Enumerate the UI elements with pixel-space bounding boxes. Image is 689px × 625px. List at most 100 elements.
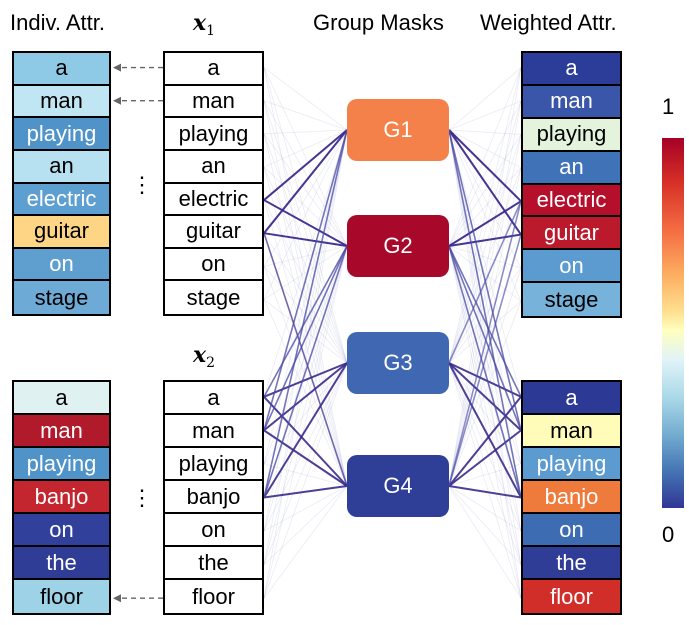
faint-link [263, 129, 348, 135]
dashed-arrow-3-head [113, 594, 121, 603]
weighted-attr-1-cell: playing [523, 118, 620, 152]
weighted-attr-1-cell: man [523, 85, 620, 119]
strong-link [448, 396, 522, 487]
strong-link [263, 362, 348, 398]
faint-link [263, 485, 348, 599]
faint-link [448, 245, 522, 269]
faint-link [448, 267, 522, 487]
indiv-attr-1-cell: electric [14, 183, 109, 217]
token-2-cell: banjo [165, 481, 262, 514]
weighted-attr-1-cell: electric [523, 184, 620, 218]
group-mask-g2: G2 [347, 215, 449, 277]
indiv-attr-2-cell: a [14, 382, 109, 415]
x1-label: x1 [193, 10, 215, 39]
faint-link [448, 134, 522, 364]
strong-link [263, 129, 348, 234]
token-2-cell: the [165, 547, 262, 580]
colorbar-min-label: 0 [662, 522, 675, 547]
strong-link [263, 485, 348, 499]
cross-link [448, 129, 522, 498]
token-1-cell: playing [165, 118, 262, 151]
token-2-cell: a [165, 382, 262, 415]
cross-link [448, 234, 522, 487]
indiv-attr-2-cell: on [14, 514, 109, 547]
indiv-attr-2-cell: banjo [14, 481, 109, 514]
token-2-cell: floor [165, 580, 262, 613]
indiv-attr-2-cell: the [14, 547, 109, 580]
cross-link [448, 200, 522, 487]
faint-link [448, 245, 522, 565]
token-1-cell: electric [165, 183, 262, 217]
faint-link [263, 362, 348, 532]
faint-link [448, 67, 522, 131]
colorbar [662, 138, 684, 508]
faint-link [448, 134, 522, 247]
faint-link [263, 362, 348, 565]
faint-link [263, 299, 348, 364]
strong-link [448, 200, 522, 247]
faint-link [263, 133, 348, 364]
cross-link [448, 245, 522, 398]
weighted-attr-1-cell: on [523, 250, 620, 284]
faint-link [263, 129, 348, 168]
faint-link [448, 485, 522, 565]
faint-link [263, 245, 348, 465]
faint-link [263, 166, 348, 247]
faint-link [448, 362, 522, 599]
ellipsis-1: ⋮ [131, 172, 153, 197]
weighted-attr-2-cell: a [523, 382, 620, 415]
faint-link [448, 129, 522, 135]
faint-link [263, 166, 348, 487]
faint-link [448, 167, 522, 364]
token-1-cell: man [165, 85, 262, 119]
faint-link [263, 129, 348, 397]
faint-link [448, 362, 522, 532]
x2-label-sub: 2 [206, 355, 216, 372]
group-mask-g3: G3 [347, 332, 449, 394]
strong-link [448, 233, 522, 247]
faint-link [263, 166, 348, 364]
x2-label: x2 [193, 342, 215, 371]
colorbar-max-label: 1 [662, 94, 675, 119]
faint-link [448, 67, 522, 364]
faint-link [263, 133, 348, 487]
faint-link [448, 129, 522, 269]
strong-link [263, 232, 348, 487]
faint-link [448, 245, 522, 532]
cross-link [263, 245, 348, 498]
cross-link [448, 245, 522, 498]
weighted-attr-2-cell: the [523, 547, 620, 580]
indiv-attr-2-cell: man [14, 415, 109, 448]
faint-link [263, 485, 348, 532]
strong-link [263, 362, 348, 432]
faint-link [448, 100, 522, 364]
faint-link [448, 100, 522, 131]
indiv-attr-header: Indiv. Attr. [10, 10, 105, 35]
faint-link [448, 67, 522, 247]
strong-link [263, 232, 348, 247]
indiv-attr-1-cell: playing [14, 118, 109, 151]
weighted-attr-2-cell: man [523, 415, 620, 448]
faint-link [263, 129, 348, 565]
faint-link [448, 129, 522, 169]
faint-link [263, 362, 348, 599]
indiv-attr-1-cell: a [14, 53, 109, 86]
faint-link [263, 245, 348, 267]
indiv-attr-1-cell: guitar [14, 216, 109, 249]
strong-link [448, 362, 522, 432]
faint-link [263, 129, 348, 300]
faint-link [263, 245, 348, 532]
faint-link [448, 129, 522, 302]
cross-link [448, 245, 522, 431]
faint-link [448, 234, 522, 364]
faint-link [263, 245, 348, 599]
token-2-cell: playing [165, 448, 262, 481]
group-mask-g4: G4 [347, 455, 449, 517]
indiv-attr-2-cell: playing [14, 448, 109, 481]
group-mask-g1: G1 [347, 99, 449, 161]
strong-link [263, 199, 348, 247]
